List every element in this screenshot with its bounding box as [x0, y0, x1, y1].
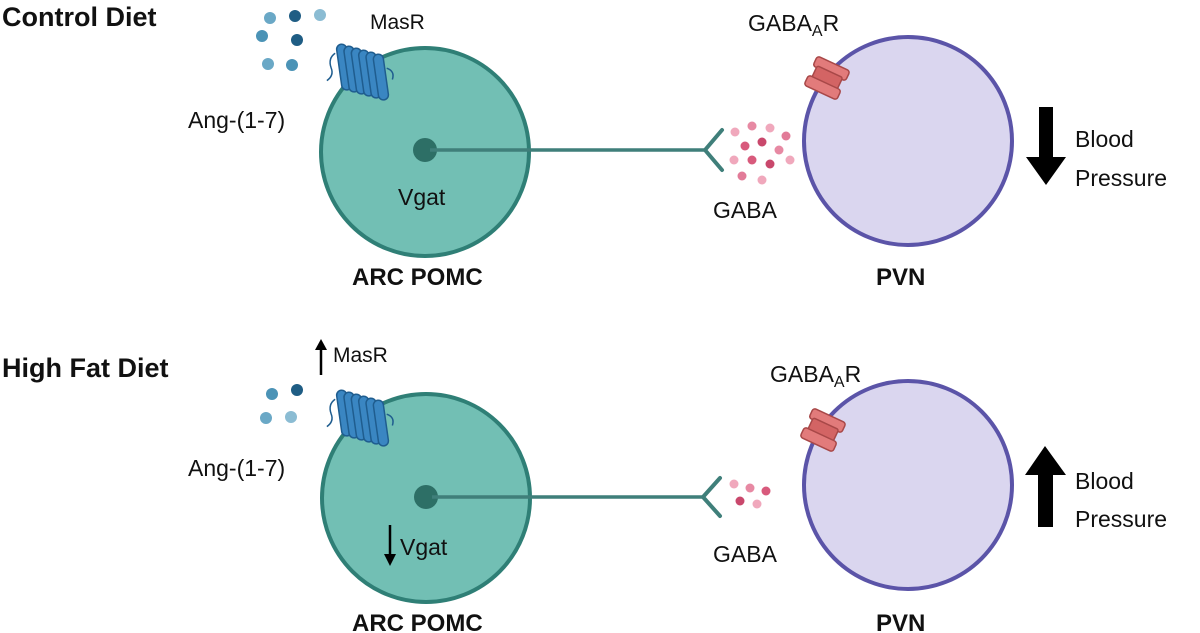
gaba-molecules: [729, 479, 771, 509]
gaba-label: GABA: [713, 541, 778, 567]
angiotensin-molecules: [260, 384, 303, 424]
gaba-a-sub: A: [834, 374, 845, 391]
up-arrow-icon: [1025, 446, 1066, 527]
arc-nucleus: [413, 138, 437, 162]
panel-high-fat-diet: High Fat Diet MasR Ang-(1-7) Vgat ARC PO…: [2, 339, 1167, 633]
panel-control-diet: Control Diet MasR Ang-(1-7) Vgat ARC POM…: [2, 2, 1167, 291]
gaba-a-receptor-label: GABAAR: [748, 10, 839, 40]
ang-label: Ang-(1-7): [188, 107, 285, 133]
blood-pressure-line2: Pressure: [1075, 165, 1167, 191]
vgat-label: Vgat: [400, 534, 448, 560]
pvn-label: PVN: [876, 610, 925, 633]
blood-pressure-line2: Pressure: [1075, 506, 1167, 532]
arc-pomc-label: ARC POMC: [352, 610, 483, 633]
pvn-label: PVN: [876, 264, 925, 291]
masr-label: MasR: [370, 11, 425, 34]
panel-heading: High Fat Diet: [2, 353, 169, 383]
gaba-a-receptor-label: GABAAR: [770, 361, 861, 391]
blood-pressure-line1: Blood: [1075, 126, 1134, 152]
gaba-molecules: [729, 121, 795, 185]
vgat-label: Vgat: [398, 184, 446, 210]
axon-terminal: [703, 128, 724, 172]
arc-nucleus: [414, 485, 438, 509]
down-arrow-icon: [1026, 107, 1066, 185]
gaba-a-main: GABA: [748, 10, 813, 36]
down-arrow-icon: [384, 525, 396, 566]
angiotensin-molecules: [256, 9, 326, 71]
masr-label: MasR: [333, 344, 388, 367]
gaba-a-tail: R: [823, 10, 840, 36]
axon-terminal: [701, 476, 722, 518]
pvn-neuron: [802, 379, 1014, 591]
gaba-a-tail: R: [845, 361, 862, 387]
blood-pressure-line1: Blood: [1075, 468, 1134, 494]
pvn-neuron: [802, 35, 1014, 247]
arc-pomc-label: ARC POMC: [352, 264, 483, 291]
panel-heading: Control Diet: [2, 2, 157, 32]
ang-label: Ang-(1-7): [188, 455, 285, 481]
gaba-a-sub: A: [812, 23, 823, 40]
up-arrow-icon: [315, 339, 327, 375]
gaba-a-main: GABA: [770, 361, 835, 387]
gaba-label: GABA: [713, 197, 778, 223]
